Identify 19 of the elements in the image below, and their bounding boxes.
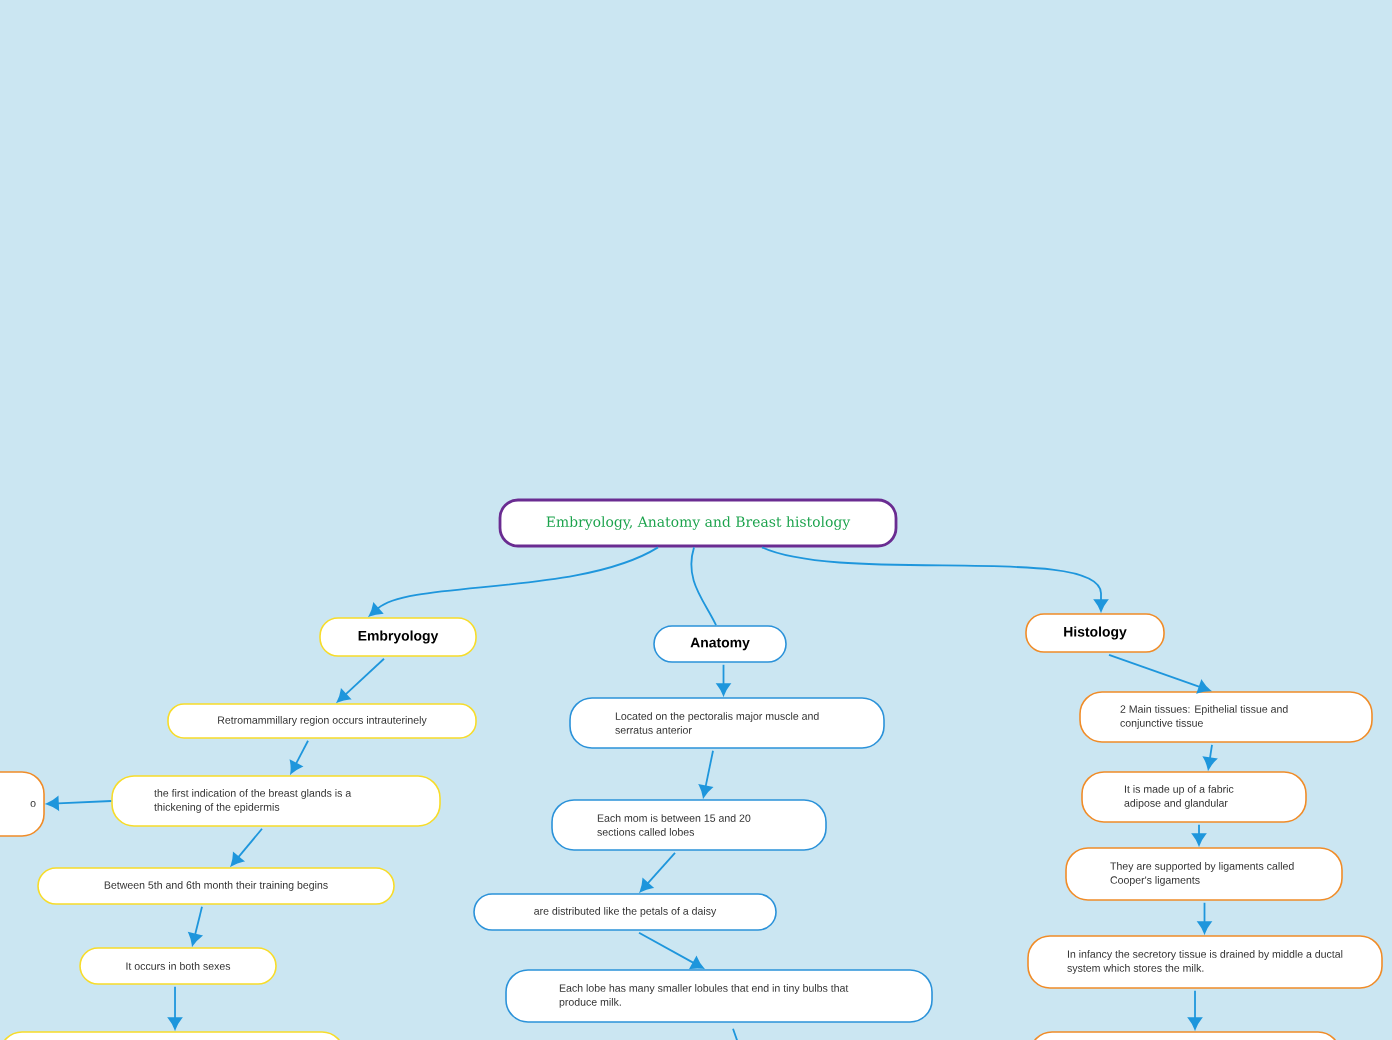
arrow [230,827,263,867]
arrow [1192,823,1206,846]
arrow [638,931,704,969]
arrow [1108,653,1211,694]
arrow [1203,743,1217,770]
arrow [1197,901,1212,934]
note-box [0,1031,345,1040]
arrow [289,739,309,774]
arrow [168,985,182,1030]
arrow [639,851,676,893]
arrow [188,905,203,946]
arrow [369,546,659,617]
arrow [716,663,731,696]
arrow [1188,989,1202,1030]
arrow [761,546,1108,612]
arrow [336,657,385,703]
note-box [1029,1031,1341,1040]
arrow [698,749,714,798]
arrow [46,796,113,811]
